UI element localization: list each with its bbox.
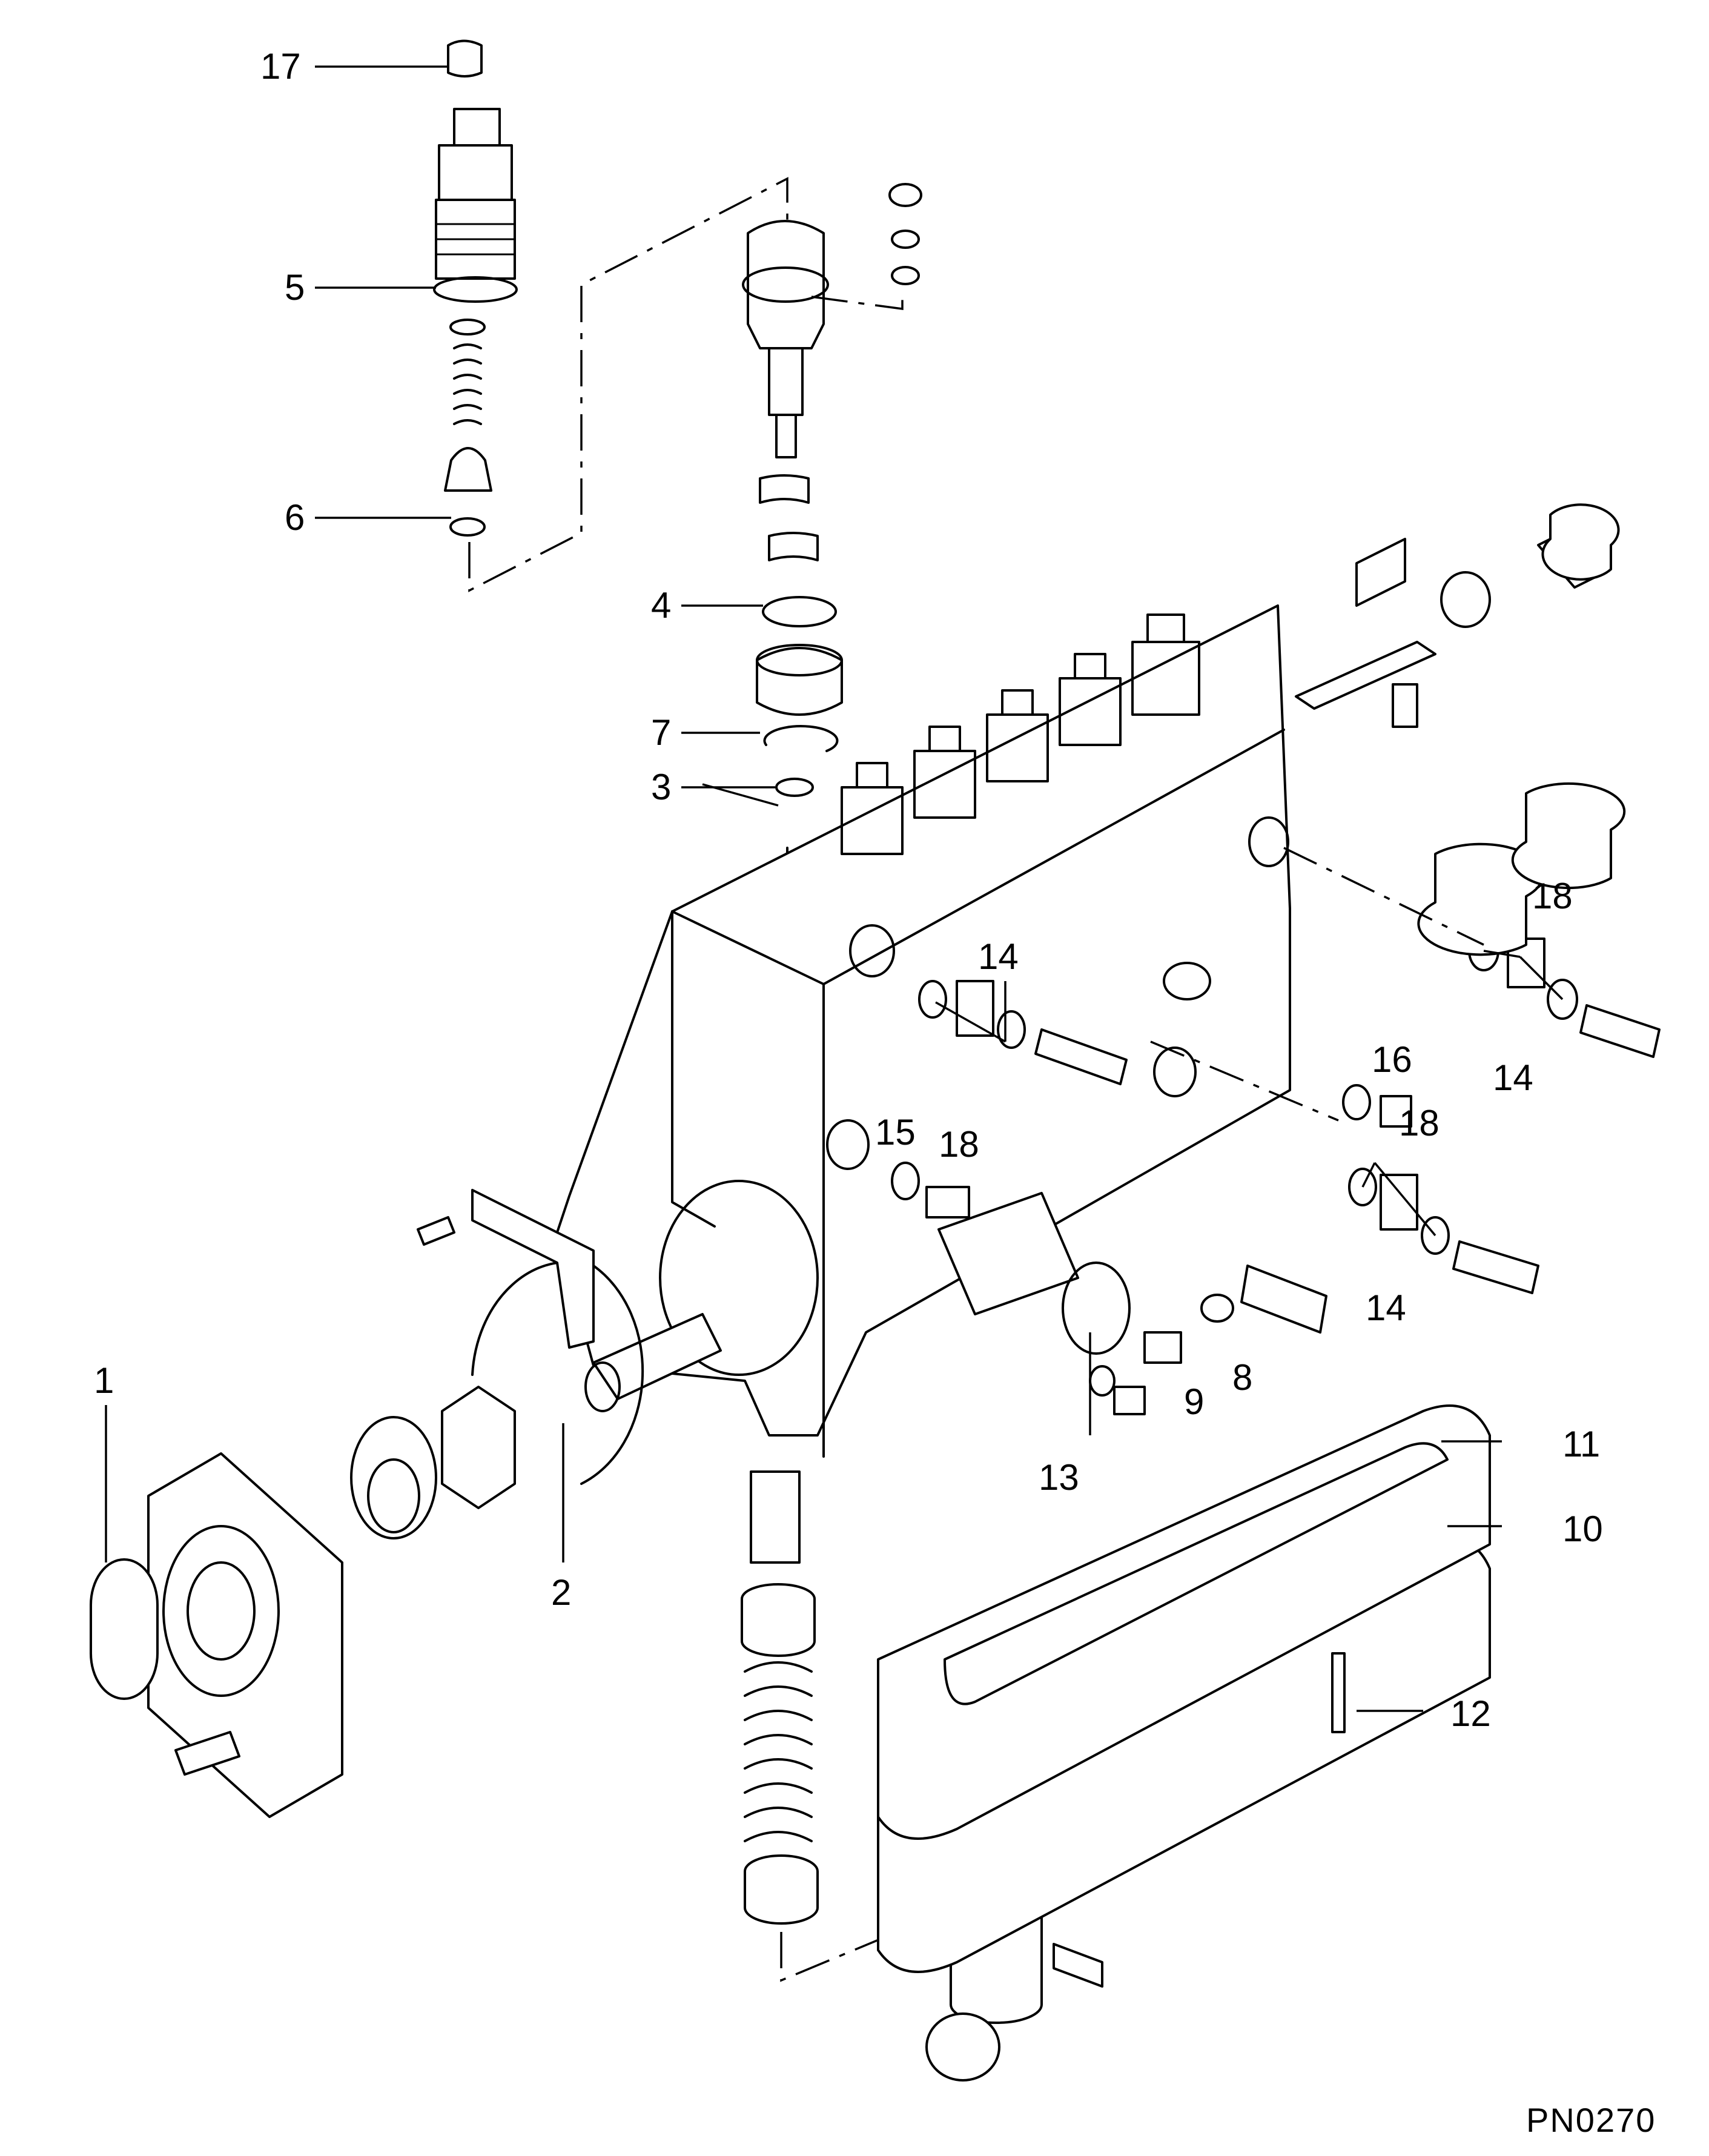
small-bolt: [417, 1216, 455, 1246]
callout-12: 12: [1450, 1693, 1491, 1734]
delivery-valve-holder-assembly: [433, 39, 518, 537]
callout-11: 11: [1562, 1424, 1600, 1464]
mounting-bracket: [471, 1189, 595, 1349]
callout-18-left: 18: [939, 1124, 979, 1165]
callout-3: 3: [651, 767, 671, 807]
callout-15: 15: [875, 1112, 916, 1152]
callout-18-top-right: 18: [1532, 876, 1573, 916]
delivery-valve-holder: [742, 183, 922, 561]
callout-10: 10: [1562, 1509, 1603, 1549]
drawing-code: PN0270: [1526, 2101, 1656, 2139]
end-flange-housing: [90, 1452, 343, 1818]
callout-14-right: 14: [1366, 1288, 1406, 1328]
callout-7: 7: [651, 712, 671, 753]
callout-8: 8: [1232, 1357, 1252, 1398]
bottom-cover-gaskets: [877, 1404, 1491, 1973]
governor-link-parts: [1295, 503, 1620, 728]
banjo-bolt-fittings: [891, 782, 1661, 1294]
pump-housing: [556, 604, 1291, 1458]
inspection-cover-and-oring: [937, 1192, 1327, 1415]
callout-18-right: 18: [1399, 1103, 1440, 1143]
assembly-link-line: [468, 177, 788, 592]
camshaft: [584, 1313, 722, 1412]
callout-16: 16: [1372, 1039, 1412, 1080]
cover-screw: [1331, 1652, 1346, 1733]
callout-leaders: [105, 65, 1564, 1712]
callout-14-top-right: 14: [1493, 1057, 1533, 1098]
callout-5: 5: [285, 267, 305, 308]
callout-13: 13: [1039, 1457, 1079, 1498]
drive-gear-and-shim: [350, 1260, 644, 1539]
callout-17: 17: [260, 46, 301, 87]
callout-1: 1: [94, 1360, 114, 1401]
callout-9: 9: [1184, 1381, 1204, 1422]
callout-labels: 17 5 6 4 7 3 14 15 18 18 14 16 18 14 8 9…: [94, 46, 1603, 1734]
callout-4: 4: [651, 585, 671, 626]
callout-2: 2: [551, 1572, 571, 1613]
callout-6: 6: [285, 497, 305, 538]
callout-14-left: 14: [978, 936, 1019, 977]
